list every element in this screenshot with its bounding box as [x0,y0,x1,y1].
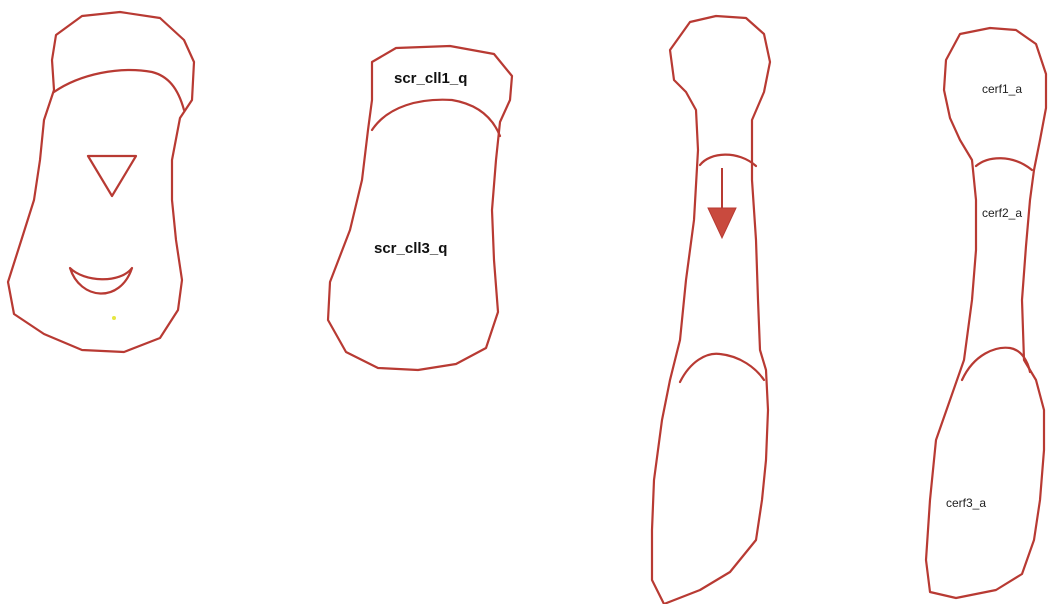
figure-1-outline [8,12,194,352]
yellow-dot [112,316,116,320]
figure-4-bottom-divider [962,348,1030,380]
down-arrow-icon [708,168,736,238]
figure-4-top-divider [976,158,1032,170]
figure-1-top-divider [54,70,184,110]
crescent-icon [70,268,132,294]
figure-3 [652,16,770,604]
figure-4-outline [926,28,1046,598]
figure-2 [328,46,512,370]
figure-2-outline [328,46,512,370]
figure-3-bottom-divider [680,354,764,382]
down-triangle-icon [88,156,136,196]
region-label-cerf1-a: cerf1_a [982,82,1022,96]
region-label-cerf2-a: cerf2_a [982,206,1022,220]
region-label-scr-cll1-q: scr_cll1_q [394,70,467,87]
region-label-scr-cll3-q: scr_cll3_q [374,240,447,257]
figure-4 [926,28,1046,598]
figure-3-outline [652,16,770,604]
figure-3-mid-top-divider [700,155,756,166]
figure-2-top-divider [372,100,500,136]
region-label-cerf3-a: cerf3_a [946,496,986,510]
figure-1 [8,12,194,352]
